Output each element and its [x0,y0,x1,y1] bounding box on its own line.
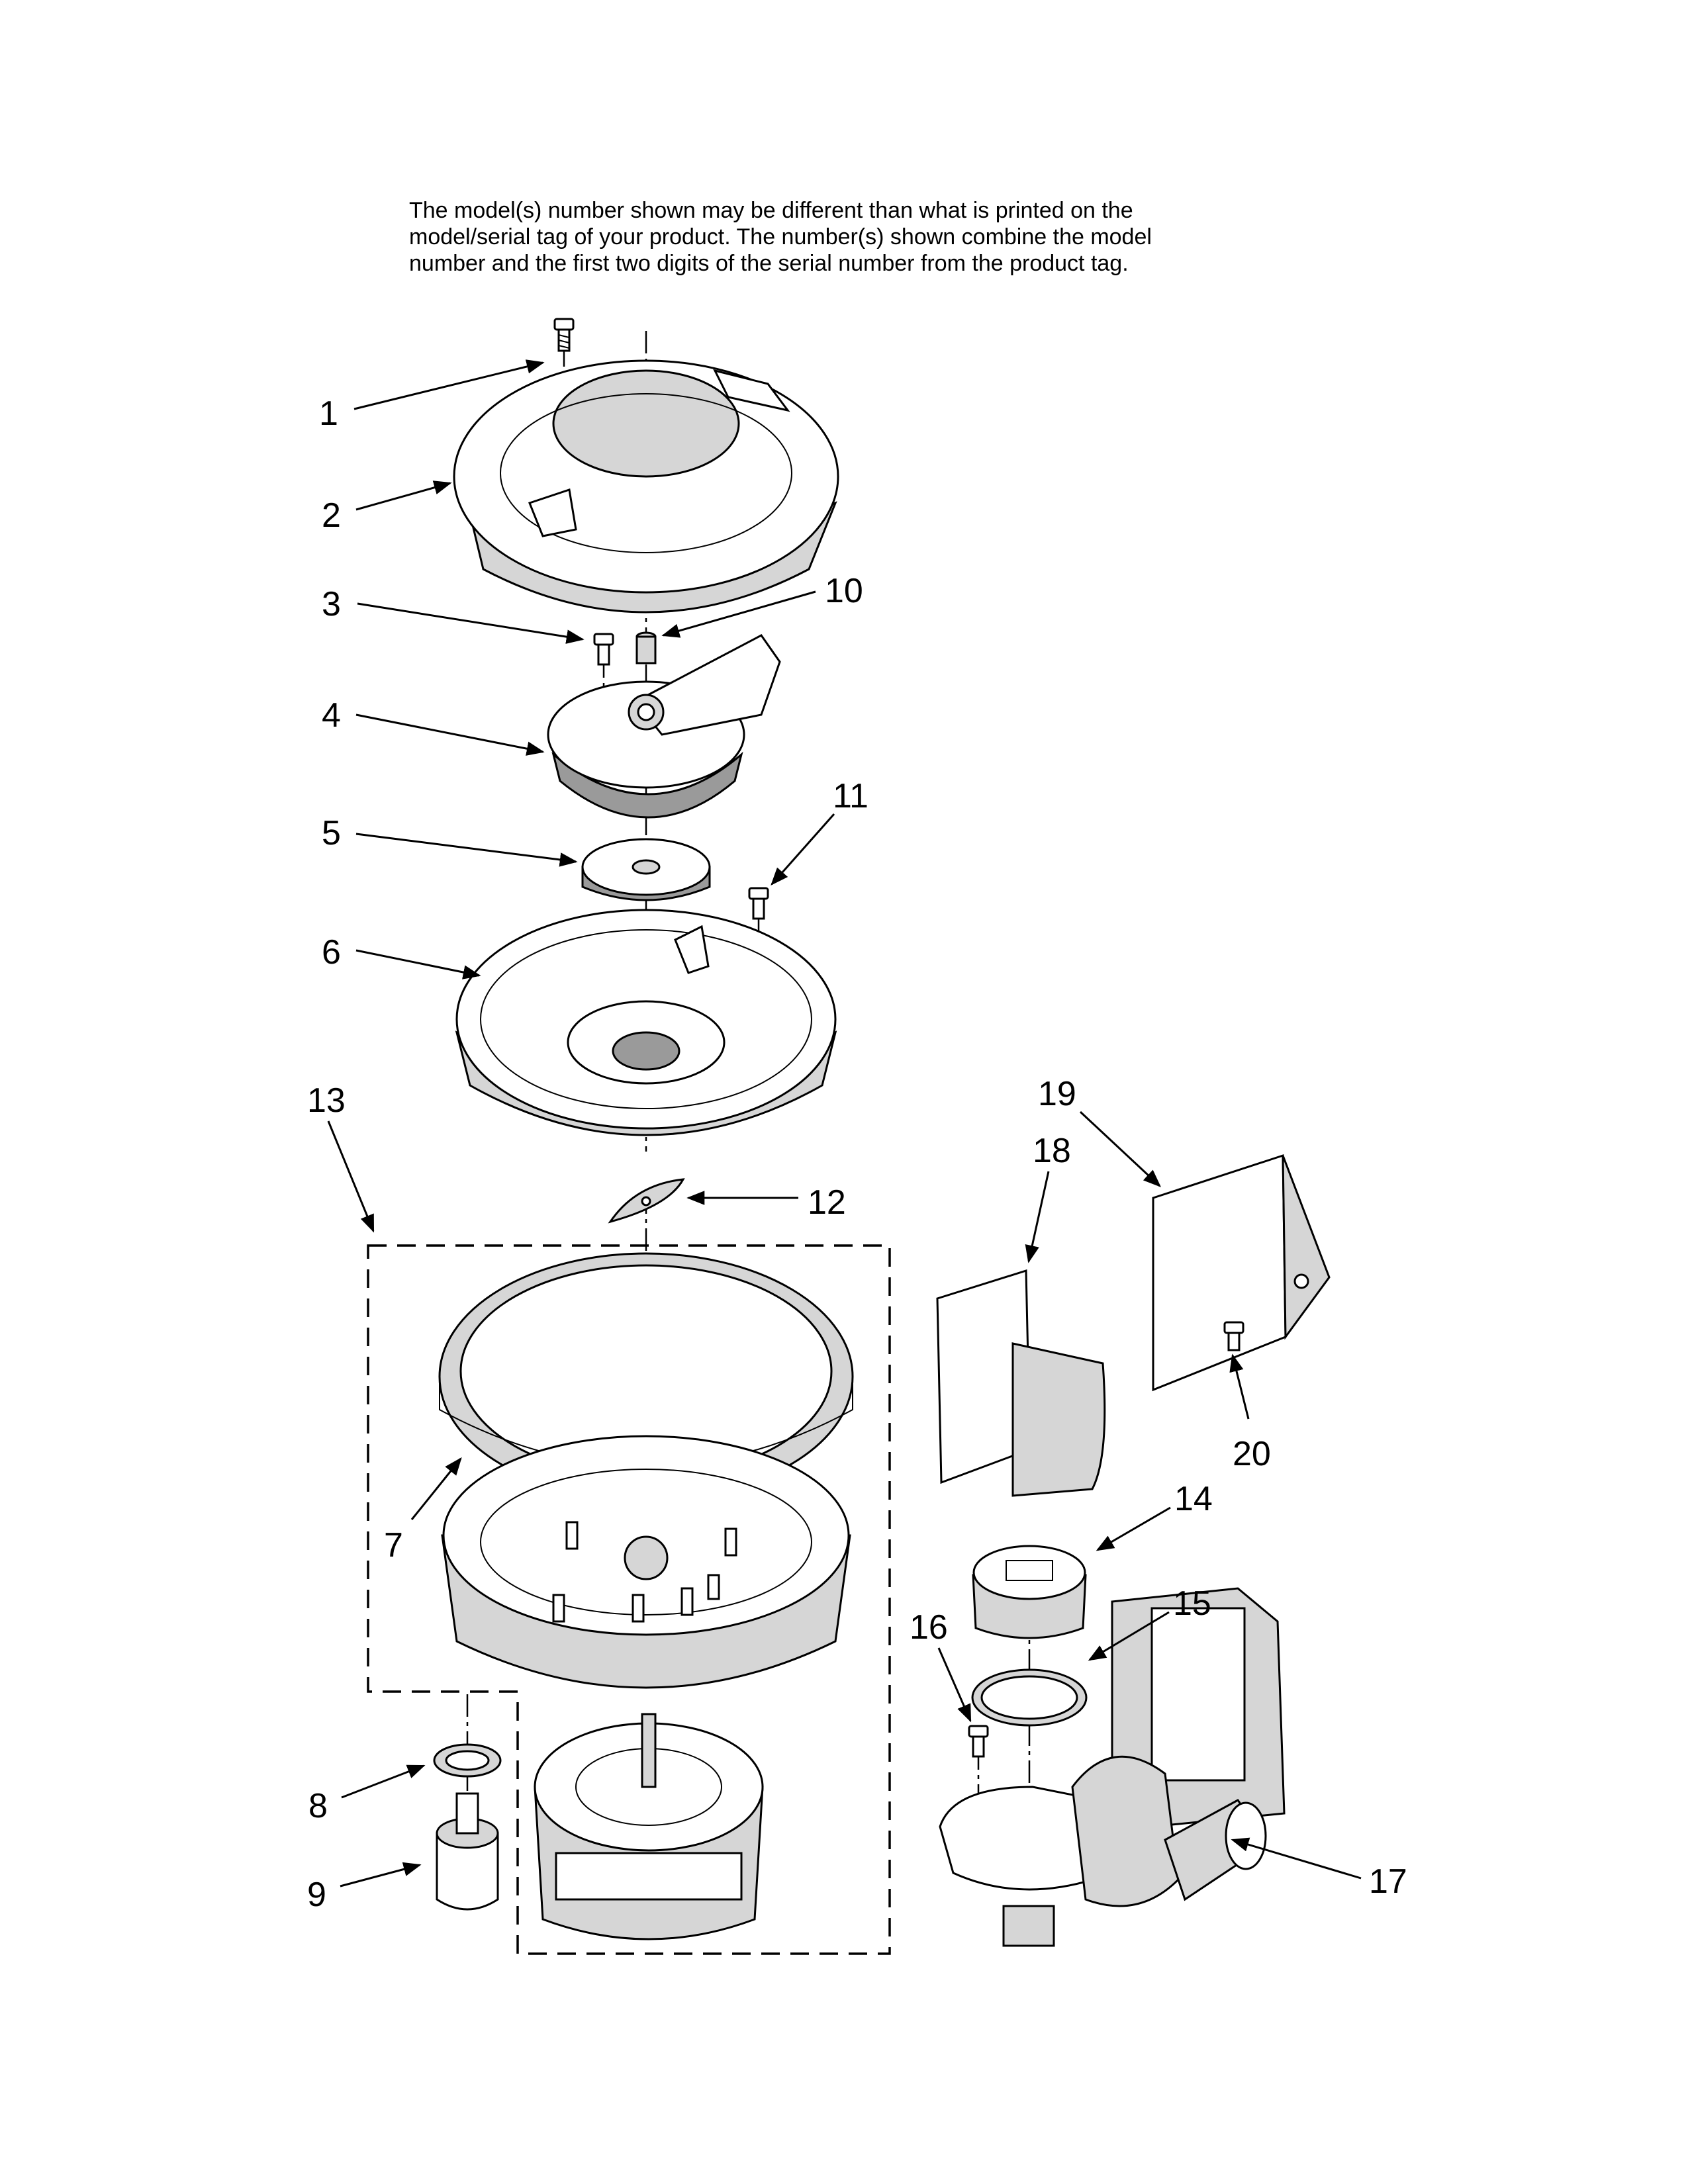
leader-8 [341,1764,426,1799]
callout-1: 1 [319,394,338,433]
callout-16: 16 [910,1608,948,1647]
note-line-3: number and the first two digits of the s… [409,251,1129,276]
part-20-screw [1223,1321,1244,1351]
callout-18: 18 [1033,1132,1071,1170]
callout-5: 5 [322,814,341,852]
part-14-cap [972,1545,1087,1639]
part-3-screw [593,633,614,666]
part-6-sump-cover [455,909,837,1136]
part-10-pin [635,631,657,664]
part-2-filter-cover [453,359,839,614]
callout-11: 11 [833,777,868,815]
leader-18 [1025,1171,1050,1263]
callout-12: 12 [808,1183,846,1222]
part-5-impeller [581,838,711,901]
part-15-ring [971,1668,1088,1727]
callout-8: 8 [308,1787,328,1825]
leader-17 [1231,1837,1362,1880]
leader-9 [340,1862,422,1888]
part-13-assembly-boundary [367,1244,891,1955]
leader-6 [355,949,481,979]
callout-13: 13 [307,1081,346,1120]
note-line-2: model/serial tag of your product. The nu… [409,224,1152,250]
part-8-o-ring [433,1743,502,1778]
leader-7 [410,1457,462,1520]
callout-3: 3 [322,585,341,623]
leader-2 [355,480,452,511]
note-line-1: The model(s) number shown may be differe… [409,198,1133,223]
part-18-bracket [936,1269,1106,1497]
model-number-note: The model(s) number shown may be differe… [409,197,1349,277]
leader-13 [327,1120,375,1233]
part-16-screw [968,1725,989,1758]
callout-4: 4 [322,696,341,735]
part-9-fitting [436,1792,499,1911]
part-19-housing [1152,1154,1331,1392]
part-7-sump-ring [438,1252,854,1501]
part-17-drain-pump [939,1587,1286,1947]
leader-4 [355,713,545,756]
leader-15 [1088,1611,1170,1661]
sump-base [441,1435,851,1689]
callout-19: 19 [1038,1075,1076,1113]
callout-6: 6 [322,933,341,972]
leader-16 [937,1647,972,1723]
part-1-screw [553,318,575,352]
leader-5 [355,833,578,867]
callout-9: 9 [307,1876,326,1914]
callout-10: 10 [825,572,863,610]
part-11-screw [748,887,769,920]
leader-3 [357,602,585,644]
leader-20 [1229,1353,1250,1420]
leader-10 [661,590,816,638]
callout-17: 17 [1369,1862,1407,1901]
part-4-pump-housing [547,634,781,819]
callout-7: 7 [384,1526,403,1565]
callout-14: 14 [1174,1480,1213,1518]
part-12-seal [608,1178,685,1224]
wash-motor [534,1713,764,1940]
callout-15: 15 [1173,1584,1211,1623]
callout-20: 20 [1233,1435,1271,1473]
leader-19 [1079,1111,1161,1187]
leader-11 [771,813,835,886]
callout-2: 2 [322,496,341,535]
leader-1 [353,359,545,410]
leader-14 [1096,1506,1171,1551]
